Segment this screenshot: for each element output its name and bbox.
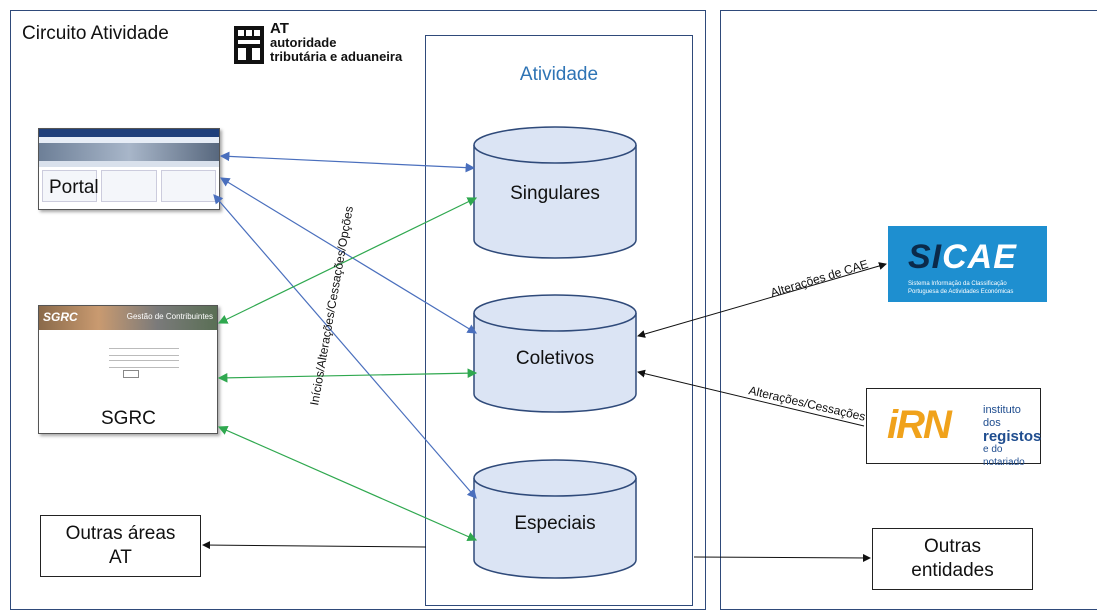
sgrc-banner-logo: SGRC [43, 310, 78, 324]
outras-areas-line1: Outras áreas [65, 523, 176, 545]
at-logo-line1: AT [270, 20, 289, 37]
portal-label: Portal [49, 177, 99, 198]
outras-entidades-line2: entidades [911, 560, 994, 581]
center-panel-title: Atividade [519, 64, 599, 85]
at-logo-line3: tributária e aduaneira [270, 49, 403, 64]
irn-logo-mark: iRN [887, 403, 952, 447]
sicae-logo-cae: CAE [942, 238, 1017, 276]
diagram-title: Circuito Atividade [22, 23, 169, 44]
sgrc-label: SGRC [101, 408, 156, 429]
sicae-logo-si: SI [908, 238, 943, 276]
irn-line1: instituto dos [983, 404, 1021, 429]
at-logo: AT autoridade tributária e aduaneira [232, 20, 422, 72]
outras-areas-line2: AT [109, 547, 132, 568]
outras-entidades-box: Outras entidades [872, 528, 1033, 590]
irn-line3: e do notariado [983, 444, 1025, 468]
outras-areas-at-box: Outras áreas AT [40, 515, 201, 577]
at-logo-line2: autoridade [270, 35, 337, 50]
portal-screenshot: Portal [38, 128, 220, 210]
right-panel [720, 10, 1097, 610]
sgrc-banner-title: Gestão de Contribuintes [126, 312, 213, 321]
at-logo-icon [234, 26, 264, 64]
irn-logo: iRN instituto dos registos e do notariad… [866, 388, 1042, 468]
outras-entidades-line1: Outras [923, 536, 982, 558]
sicae-sub1: Sistema Informação da Classificação [908, 281, 1007, 287]
sicae-sub2: Portuguesa de Actividades Económicas [908, 289, 1014, 295]
sgrc-screenshot: SGRC Gestão de Contribuintes SGRC [38, 305, 218, 434]
center-panel: Atividade [425, 35, 693, 606]
irn-line2: registos [983, 428, 1042, 445]
sicae-logo: SICAE Sistema Informação da Classificaçã… [888, 226, 1047, 302]
